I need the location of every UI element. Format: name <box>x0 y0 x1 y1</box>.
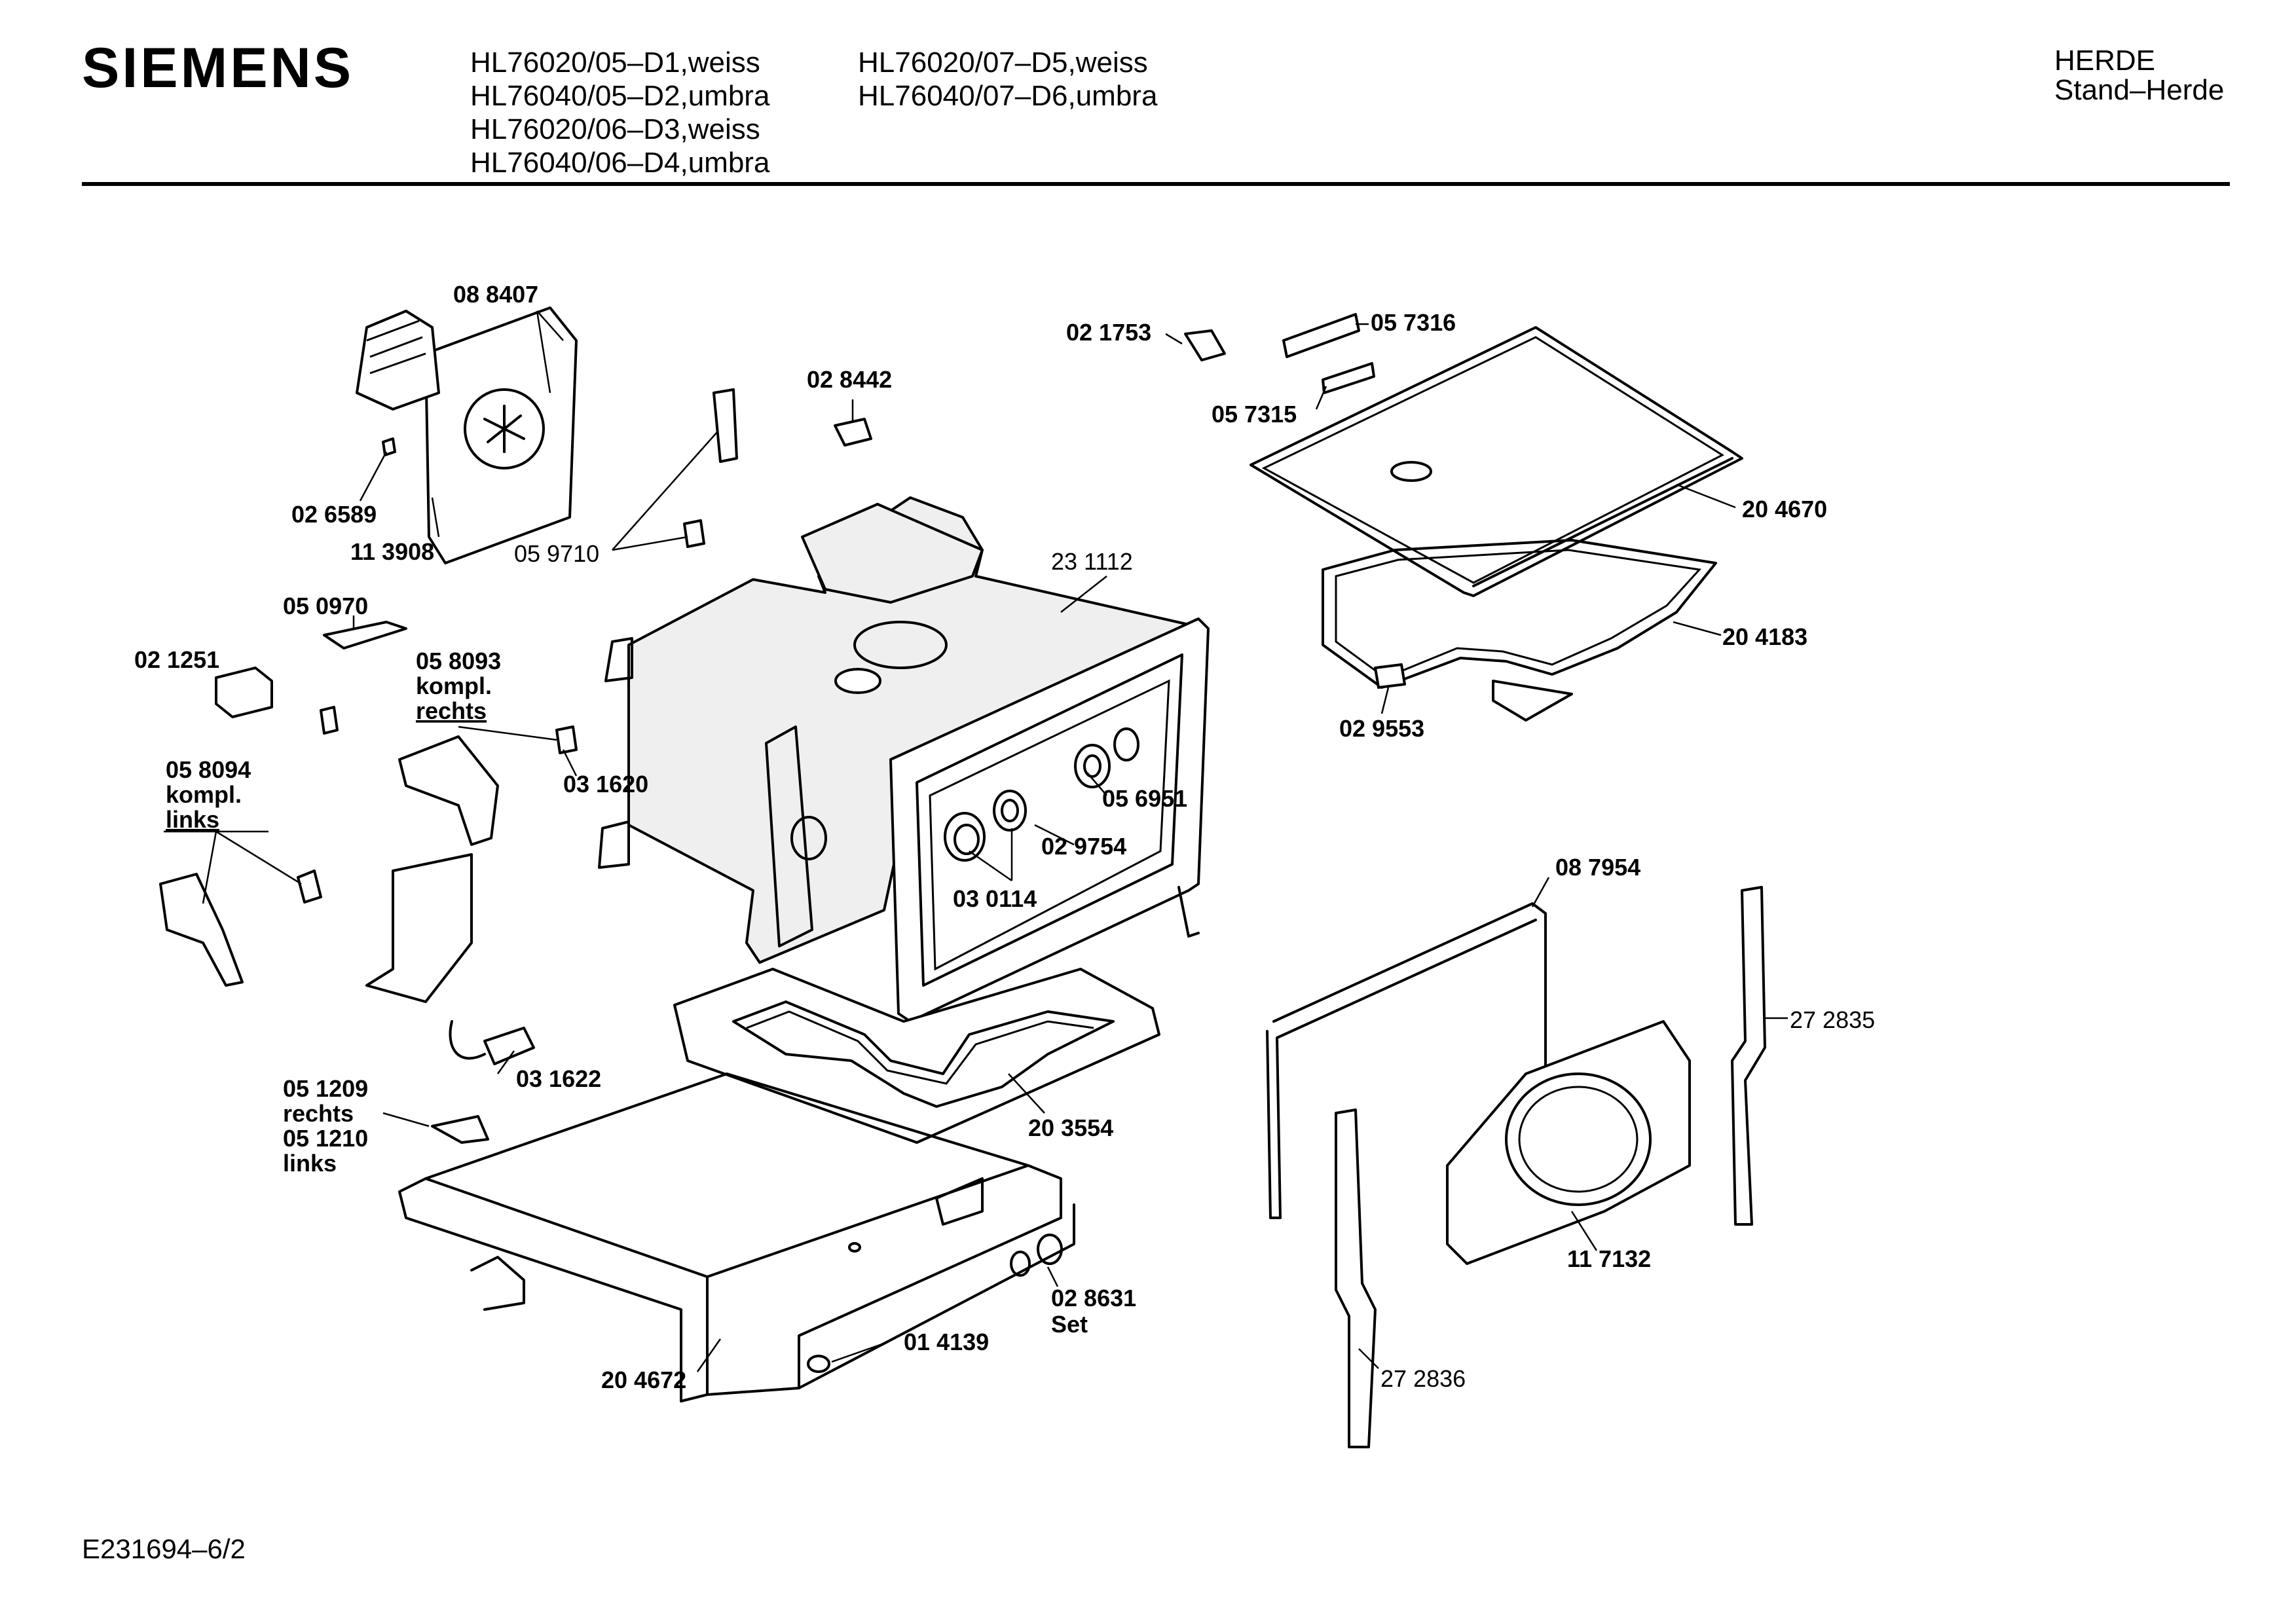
switch-assembly-left-drawing <box>159 873 244 987</box>
fan-clip-drawing <box>382 437 396 456</box>
part-label-051210-side: links <box>283 1150 337 1177</box>
bottom-heater-drawing <box>673 968 1160 1144</box>
part-label-028442: 02 8442 <box>807 366 892 393</box>
mounting-plate-drawing <box>365 853 473 1003</box>
part-label-021753: 02 1753 <box>1066 319 1151 346</box>
part-label-058094-kompl: kompl. <box>166 781 242 808</box>
door-seal-drawing <box>1266 902 1547 1219</box>
part-label-204672: 20 4672 <box>601 1366 686 1393</box>
capacitor-lead-drawing <box>449 1020 486 1060</box>
lever-drawing <box>431 1115 489 1144</box>
small-clip-drawing <box>320 706 339 735</box>
part-label-029754: 02 9754 <box>1041 833 1126 860</box>
part-label-057315: 05 7315 <box>1212 401 1297 428</box>
side-rail-left-drawing <box>1335 1108 1377 1448</box>
part-label-058094-side: links <box>166 806 219 833</box>
header-rule <box>82 182 2230 186</box>
category-label: HERDE <box>2054 45 2156 77</box>
part-label-028631: 02 8631 <box>1051 1285 1136 1311</box>
model-line: HL76040/06–D4,umbra <box>470 147 770 179</box>
part-label-272836: 27 2836 <box>1380 1365 1466 1392</box>
lamp-socket-drawing <box>834 418 872 447</box>
part-label-204670: 20 4670 <box>1742 496 1827 522</box>
model-line: HL76020/06–D3,weiss <box>470 113 760 145</box>
part-label-057316: 05 7316 <box>1371 309 1456 336</box>
terminal-block-drawing <box>323 621 407 650</box>
fan-cover-drawing <box>1446 1020 1691 1265</box>
document-id: E231694–6/2 <box>82 1533 246 1564</box>
part-label-031622: 03 1622 <box>516 1065 601 1092</box>
part-label-272835: 27 2835 <box>1790 1006 1875 1033</box>
part-label-021251: 02 1251 <box>134 646 219 673</box>
probe-holder-drawing <box>683 519 705 548</box>
model-line: HL76040/05–D2,umbra <box>470 80 770 112</box>
part-label-117132: 11 7132 <box>1567 1245 1651 1272</box>
siemens-logo: SIEMENS <box>82 37 354 100</box>
hinge-bracket-drawing <box>1184 329 1226 361</box>
model-list-secondary: HL76020/07–D5,weiss HL76040/07–D6,umbra <box>858 46 1157 113</box>
part-label-031620: 03 1620 <box>563 771 648 797</box>
base-frame-drawing <box>398 1072 1075 1402</box>
fan-motor-drawing <box>356 306 578 564</box>
subcategory-label: Stand–Herde <box>2054 74 2225 106</box>
part-label-231112: 23 1112 <box>1051 548 1133 575</box>
part-label-014139: 01 4139 <box>904 1328 989 1355</box>
product-category: HERDE Stand–Herde <box>2054 46 2224 105</box>
part-label-204183: 20 4183 <box>1722 623 1807 650</box>
part-label-051209-side: rechts <box>283 1100 354 1127</box>
part-label-088407: 08 8407 <box>453 281 538 308</box>
part-label-059710: 05 9710 <box>514 540 599 567</box>
capacitor-drawing <box>483 1027 535 1065</box>
part-label-058093-kompl: kompl. <box>416 672 492 699</box>
top-cover-drawing <box>1250 326 1743 597</box>
part-label-050970: 05 0970 <box>283 593 368 619</box>
part-label-058093: 05 8093 <box>416 648 501 674</box>
model-line: HL76040/07–D6,umbra <box>858 80 1158 112</box>
part-label-087954: 08 7954 <box>1555 854 1640 881</box>
micro-switch-left-drawing <box>297 870 322 904</box>
part-label-113908: 11 3908 <box>350 538 434 565</box>
part-label-029553: 02 9553 <box>1339 715 1424 742</box>
part-label-028631-set: Set <box>1051 1311 1088 1338</box>
part-label-026589: 02 6589 <box>291 501 377 528</box>
part-label-058093-side: rechts <box>416 697 487 724</box>
terminal-strip-b-drawing <box>1322 362 1375 394</box>
leader-lines <box>164 310 1788 1372</box>
side-rail-right-drawing <box>1731 886 1766 1226</box>
terminal-strip-a-drawing <box>1282 313 1360 358</box>
connector-block-drawing <box>215 667 273 718</box>
oven-housing-drawing <box>598 496 1210 1023</box>
heater-clip-drawing <box>1374 663 1406 689</box>
part-label-056951: 05 6951 <box>1102 785 1187 812</box>
part-label-030114: 03 0114 <box>953 885 1037 912</box>
thermostat-sensor-drawing <box>713 388 738 463</box>
switch-assembly-right-drawing <box>398 735 499 846</box>
model-line: HL76020/07–D5,weiss <box>858 46 1148 79</box>
part-label-051209: 05 1209 <box>283 1075 368 1102</box>
model-list-primary: HL76020/05–D1,weiss HL76040/05–D2,umbra … <box>470 46 769 179</box>
model-line: HL76020/05–D1,weiss <box>470 46 760 79</box>
part-label-058094: 05 8094 <box>166 756 251 783</box>
part-label-051210: 05 1210 <box>283 1125 368 1152</box>
micro-switch-drawing <box>555 725 578 754</box>
part-label-203554: 20 3554 <box>1028 1114 1113 1141</box>
